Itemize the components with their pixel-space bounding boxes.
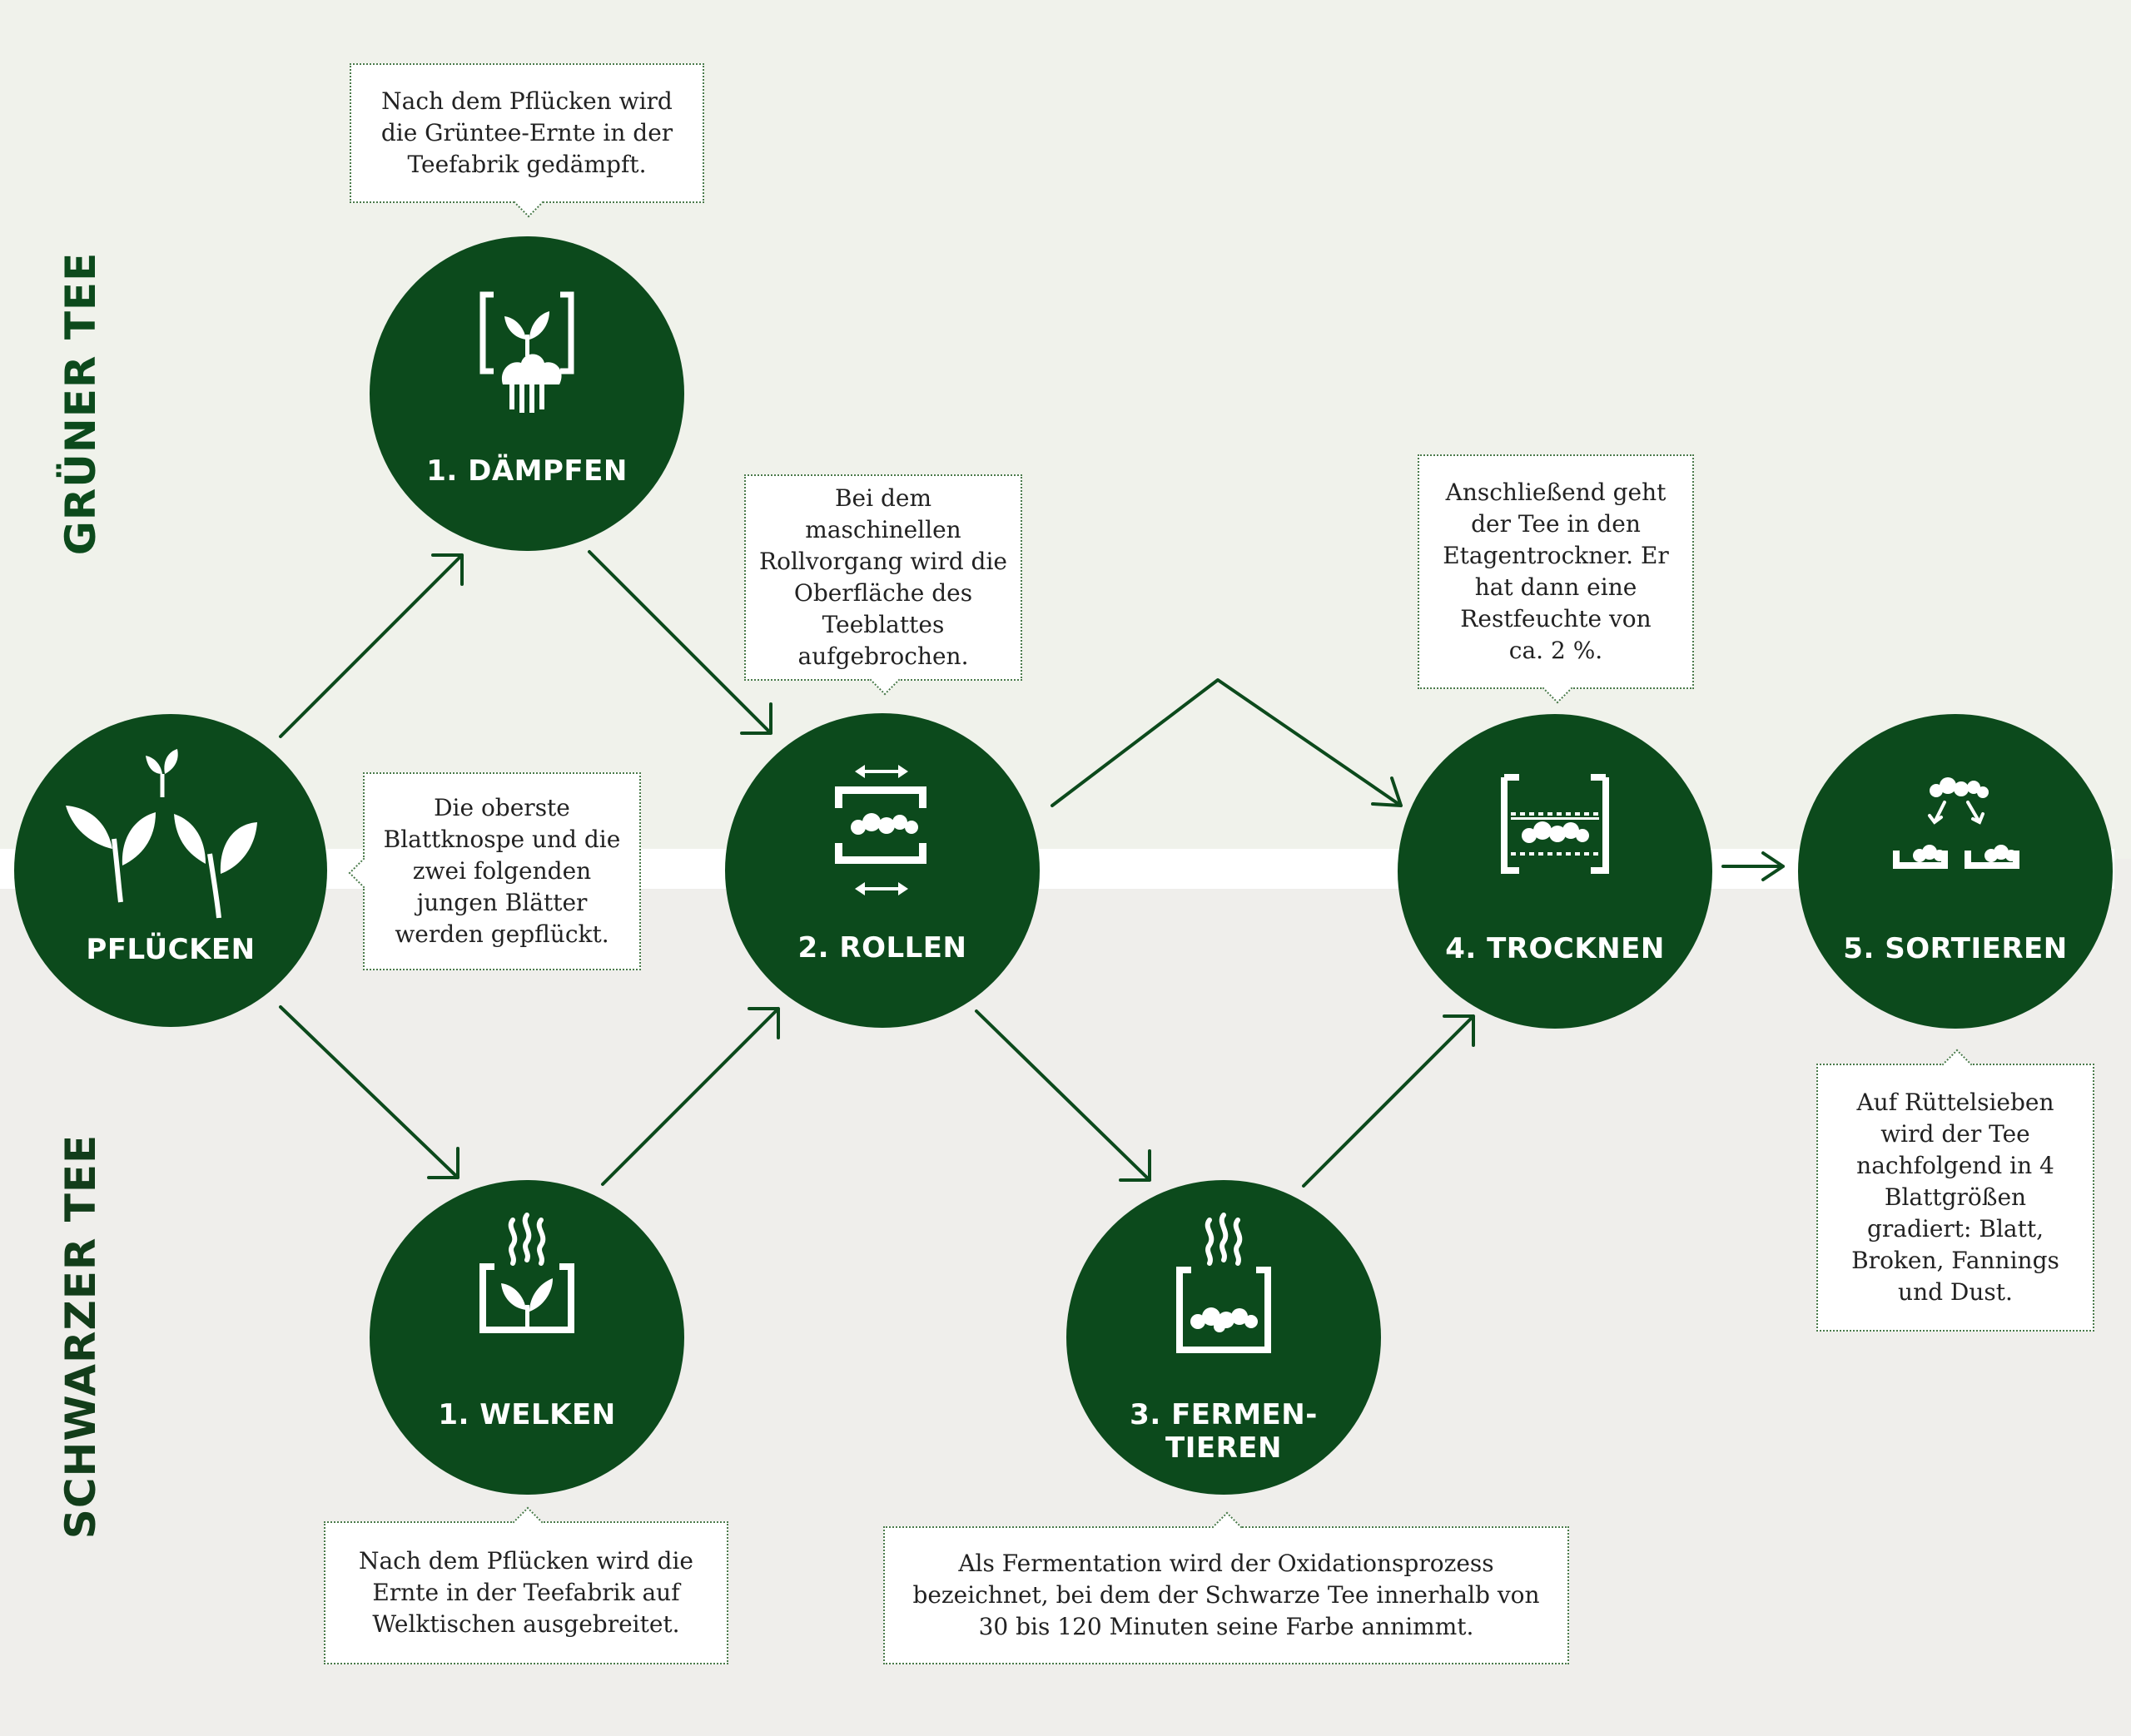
step-welken: 1. WELKEN: [370, 1180, 684, 1495]
sorting-icon: [1893, 777, 2019, 869]
step-rollen-title: 2. ROLLEN: [797, 931, 967, 965]
step-rollen: 2. ROLLEN: [725, 713, 1040, 1028]
rolling-machine-icon: [835, 765, 926, 895]
green-tea-label: GRÜNER TEE: [57, 251, 105, 556]
note-fermentieren: Als Fermentation wird der Oxidationsproz…: [883, 1511, 1569, 1664]
note-rollen: Bei dem maschinellen Rollvorgang wird di…: [744, 474, 1022, 696]
step-sortieren: 5. SORTIEREN: [1798, 714, 2113, 1029]
step-daempfen: 1. DÄMPFEN: [370, 236, 684, 551]
step-fermentieren-title: 3. FERMEN- TIEREN: [1130, 1398, 1318, 1465]
black-tea-label: SCHWARZER TEE: [57, 1133, 105, 1540]
step-trocknen: 4. TROCKNEN: [1398, 714, 1712, 1029]
fermentation-box-icon: [1176, 1213, 1271, 1353]
step-sortieren-title: 5. SORTIEREN: [1843, 932, 2068, 965]
note-sortieren: Auf Rüttelsieben wird der Tee nachfolgen…: [1816, 1049, 2094, 1332]
wilting-box-icon: [479, 1213, 574, 1333]
step-welken-title: 1. WELKEN: [438, 1398, 616, 1431]
step-fermentieren: 3. FERMEN- TIEREN: [1066, 1180, 1381, 1495]
step-pfluecken: PFLÜCKEN: [14, 714, 327, 1027]
note-pfluecken: Die oberste Blattknospe und die zwei fol…: [348, 772, 641, 970]
tea-leaves-icon: [66, 749, 257, 919]
steam-leaf-icon: [479, 291, 574, 413]
note-welken: Nach dem Pflücken wird die Ernte in der …: [324, 1506, 728, 1664]
note-daempfen: Nach dem Pflücken wird die Grüntee-Ernte…: [350, 63, 704, 218]
step-trocknen-title: 4. TROCKNEN: [1445, 932, 1665, 965]
step-daempfen-title: 1. DÄMPFEN: [426, 454, 628, 488]
dryer-icon: [1501, 774, 1609, 874]
note-trocknen: Anschließend geht der Tee in den Etagent…: [1418, 454, 1694, 704]
step-pfluecken-title: PFLÜCKEN: [86, 933, 256, 966]
